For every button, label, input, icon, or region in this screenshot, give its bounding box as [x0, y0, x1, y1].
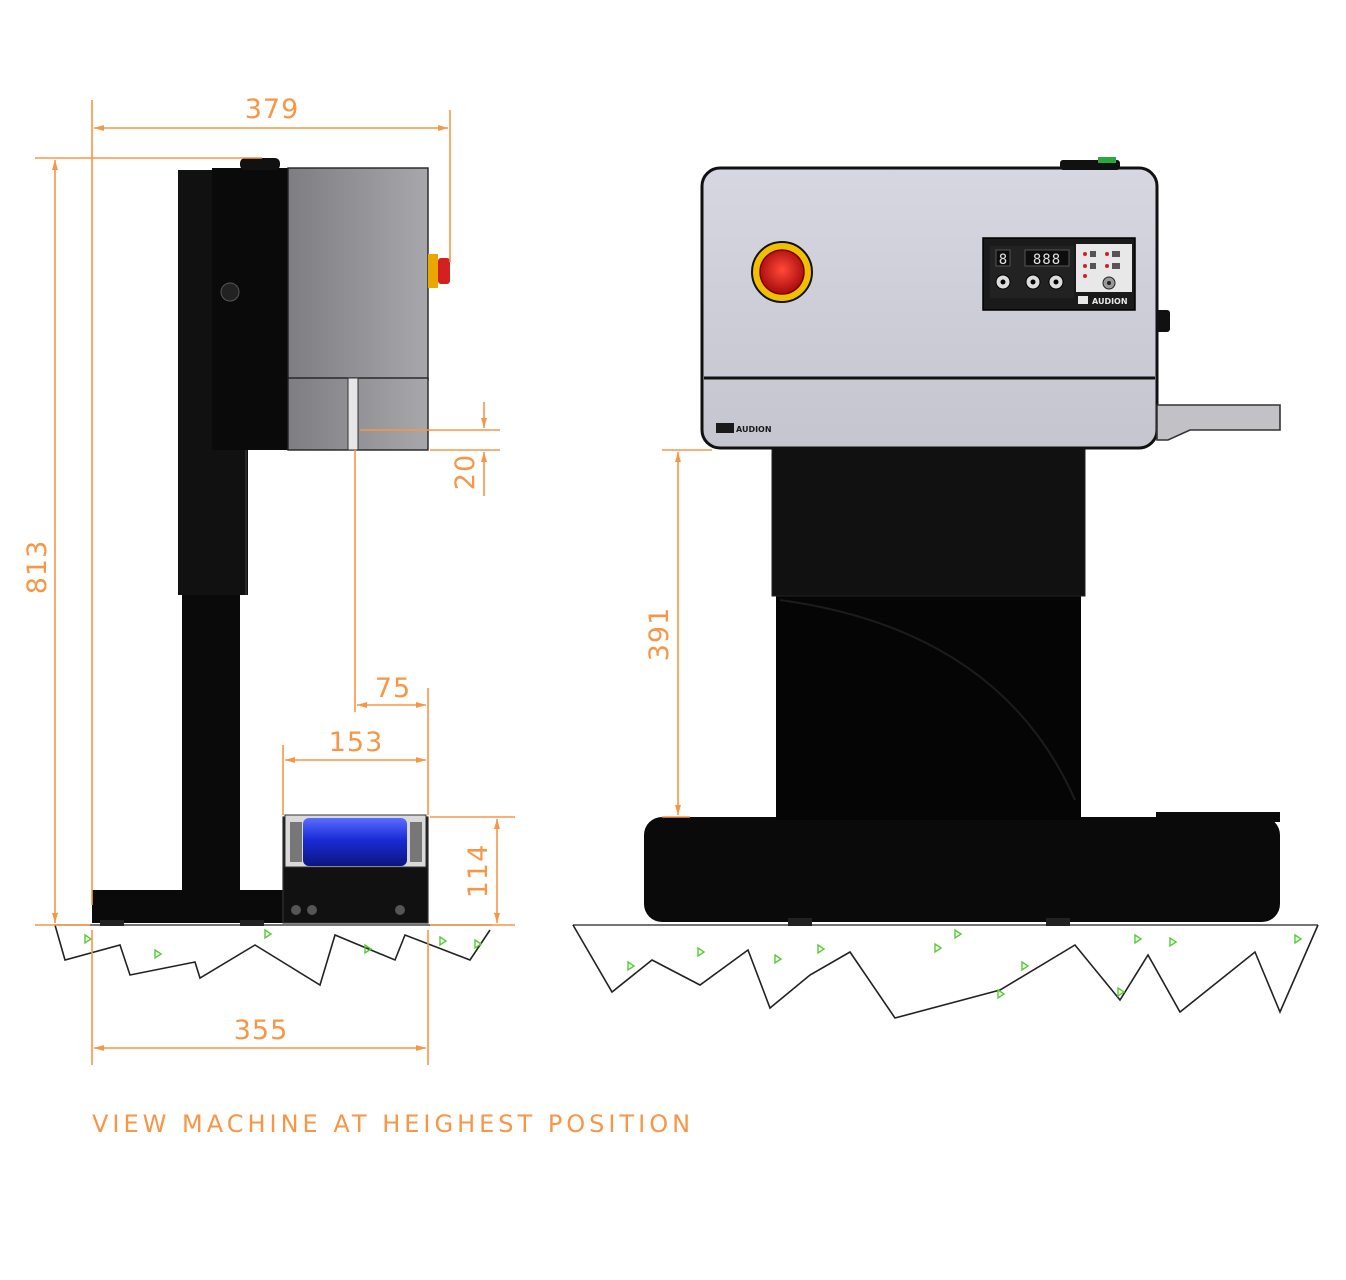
ground-left — [54, 924, 492, 987]
dim-813-label: 813 — [22, 540, 53, 595]
front-logo: AUDION — [716, 423, 772, 434]
base-plate — [92, 890, 292, 923]
roller — [303, 818, 407, 866]
head-frame — [212, 168, 290, 450]
dim-114-label: 114 — [463, 844, 494, 899]
roller-unit — [282, 814, 429, 924]
drawing-caption: VIEW MACHINE AT HEIGHEST POSITION — [92, 1110, 694, 1138]
side-view: 379 813 20 75 153 114 355 — [22, 94, 515, 1065]
control-panel-brand: AUDION — [1092, 297, 1128, 306]
front-base — [644, 817, 1280, 922]
display-digits: 888 — [1033, 252, 1061, 268]
head-housing — [287, 167, 429, 381]
front-column-upper — [771, 447, 1086, 597]
dim-391-label: 391 — [644, 607, 675, 662]
dim-153-label: 153 — [329, 727, 384, 758]
display-digit-small: 8 — [999, 252, 1007, 268]
emergency-stop-button — [751, 241, 813, 303]
dim-20-label: 20 — [450, 454, 481, 490]
estop-side — [428, 254, 438, 288]
front-column-lower — [776, 592, 1081, 820]
dimension-lines-left — [35, 100, 515, 1065]
dimension-lines-right — [662, 449, 712, 818]
column — [182, 560, 240, 892]
ground-right — [572, 924, 1319, 1019]
control-panel: 8 888 AUDION — [982, 237, 1136, 311]
dim-355-label: 355 — [234, 1015, 289, 1046]
ground-hatch — [84, 928, 483, 960]
output-tray — [1156, 404, 1281, 441]
dim-379-label: 379 — [245, 94, 300, 125]
dim-75-label: 75 — [375, 673, 411, 704]
front-view: 8 888 AUDION AUDION 391 — [572, 157, 1319, 1019]
front-logo-text: AUDION — [736, 425, 772, 434]
dimension-labels-left: 379 813 20 75 153 114 355 — [22, 94, 494, 1046]
ground-hatch-right — [627, 928, 1303, 1000]
